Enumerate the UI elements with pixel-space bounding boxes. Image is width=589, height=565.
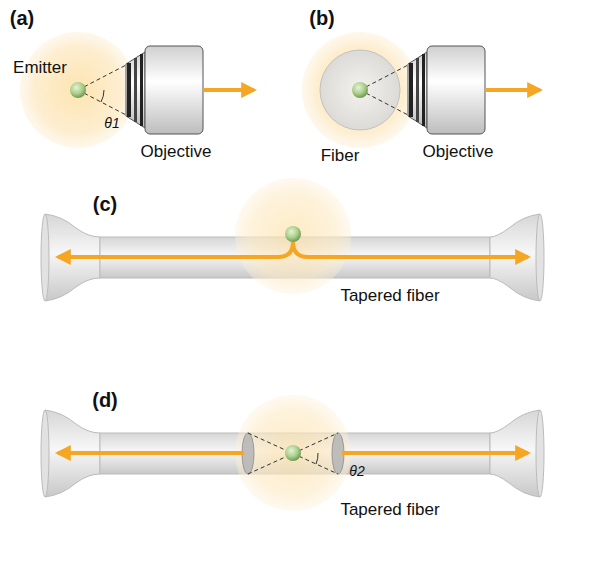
emitter-label: Emitter <box>13 59 67 78</box>
panel-letter: (c) <box>93 193 117 215</box>
fiber-label: Tapered fiber <box>340 287 439 306</box>
objective-label: Objective <box>141 143 212 162</box>
objective-label: Objective <box>423 143 494 162</box>
panel-a <box>20 32 254 148</box>
panel-letter: (a) <box>10 7 34 29</box>
angle-symbol: θ2 <box>349 464 364 479</box>
panel-letter: (b) <box>309 7 335 29</box>
panel-d <box>41 395 544 511</box>
angle-symbol: θ1 <box>104 116 119 131</box>
panel-letter: (d) <box>92 389 118 411</box>
fiber-label: Tapered fiber <box>340 501 439 520</box>
objective-lens <box>408 46 485 134</box>
panel-b <box>302 32 540 148</box>
panel-c <box>41 178 544 301</box>
fiber-label: Fiber <box>321 147 360 166</box>
objective-lens <box>126 46 203 134</box>
